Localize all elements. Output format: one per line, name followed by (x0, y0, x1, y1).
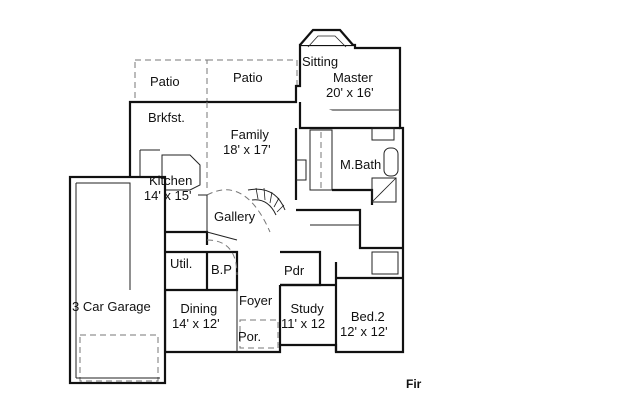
room-label-mbath: M.Bath (340, 157, 381, 172)
room-name: Patio (150, 74, 180, 89)
room-label-util: Util. (170, 256, 192, 271)
room-label-bp: B.P (211, 262, 232, 277)
room-label-sitting: Sitting (302, 54, 338, 69)
bath-tub (383, 147, 399, 177)
room-name: Util. (170, 256, 193, 271)
room-name: Kitchen (149, 173, 193, 188)
room-name: Patio (233, 70, 263, 85)
room-label-foyer: Foyer (239, 293, 272, 308)
room-size: 20' x 16' (326, 85, 374, 100)
room-name: Bed.2 (350, 309, 385, 324)
fireplace (296, 159, 307, 181)
room-label-gallery: Gallery (214, 209, 255, 224)
bed2-bath-tub (371, 251, 399, 275)
pantry-wall (198, 194, 208, 232)
room-label-dining: Dining 14' x 12' (172, 301, 220, 331)
room-size: 18' x 17' (223, 142, 271, 157)
patio-right-outline (206, 59, 298, 103)
floor-label: Fir (406, 377, 421, 392)
room-name: Gallery (214, 209, 256, 224)
room-name: Sitting (302, 54, 339, 69)
room-name: 3 Car Garage (72, 299, 151, 314)
room-label-family: Family 18' x 17' (223, 127, 271, 157)
room-size: 14' x 12' (172, 316, 220, 331)
dining-arch (206, 239, 238, 276)
garage-door (79, 334, 159, 382)
kitchen-dining-wall (206, 231, 238, 241)
room-label-study: Study 11' x 12 (281, 301, 325, 331)
stair-curve-inner (251, 199, 277, 216)
sitting-bay-inner (307, 35, 347, 48)
gallery-curve (206, 189, 271, 233)
shower-diag (371, 177, 397, 203)
room-label-pdr: Pdr (284, 263, 304, 278)
room-name: Foyer (239, 293, 273, 308)
closet-a (309, 129, 333, 191)
room-name: Pdr (284, 263, 305, 278)
room-label-bed2: Bed.2 12' x 12' (340, 309, 388, 339)
room-label-master: Master 20' x 16' (326, 70, 374, 100)
room-label-brkfst: Brkfst. (148, 110, 185, 125)
room-label-garage: 3 Car Garage (72, 299, 151, 314)
room-size: 12' x 12' (340, 324, 388, 339)
room-label-porch: Por. (238, 329, 261, 344)
room-name: Por. (238, 329, 262, 344)
sitting-bay (299, 28, 354, 46)
room-name: Family (230, 127, 269, 142)
master-wall-lower (298, 102, 400, 130)
util-wall (165, 250, 239, 292)
bath-vanity (371, 127, 395, 141)
room-name: M.Bath (340, 157, 382, 172)
room-label-patio-left: Patio (150, 74, 180, 89)
room-label-kitchen: Kitchen 14' x 15' (143, 173, 193, 203)
room-name: B.P (211, 262, 232, 277)
room-name: Master (332, 70, 373, 85)
room-name: Study (290, 301, 324, 316)
room-size: 11' x 12 (281, 316, 326, 331)
room-label-patio-right: Patio (233, 70, 263, 85)
floor-label-text: Fir (406, 377, 422, 391)
porch-outline (239, 319, 279, 349)
room-size: 14' x 15' (143, 188, 192, 203)
room-name: Dining (180, 301, 218, 316)
stair-treads (255, 187, 285, 213)
hall-wall (296, 208, 403, 250)
garage-inner-wall (76, 182, 131, 290)
garage-outline (68, 175, 167, 385)
room-name: Brkfst. (148, 110, 185, 125)
bath-shower (371, 177, 397, 203)
